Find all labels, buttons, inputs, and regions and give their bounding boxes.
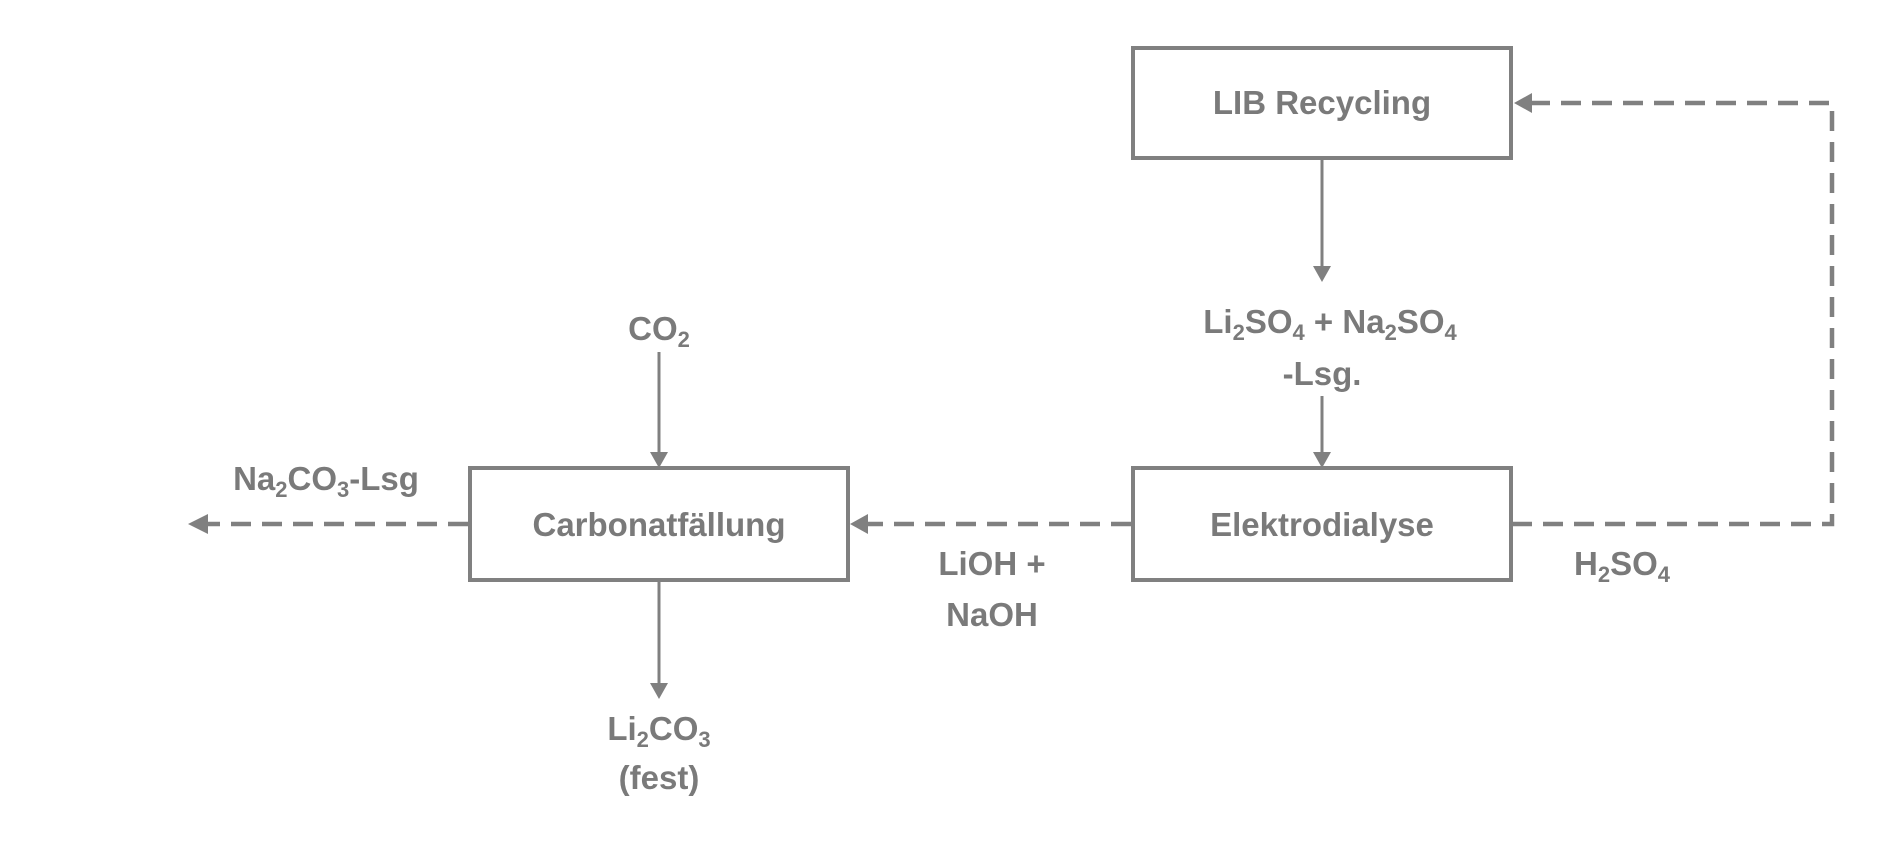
arrow-elektrodialyse-to-carbonatfaellung bbox=[850, 514, 1131, 534]
carbonatfaellung-label: Carbonatfällung bbox=[533, 506, 786, 543]
elektrodialyse-box: Elektrodialyse bbox=[1133, 468, 1511, 580]
arrow-h2so4-recycle-loop bbox=[1512, 93, 1832, 524]
arrow-carbonatfaellung-to-na2co3-output bbox=[188, 514, 468, 534]
h2so4-label: H2SO4 bbox=[1574, 545, 1671, 587]
arrow-solution-to-elektrodialyse bbox=[1313, 396, 1331, 468]
arrow-co2-to-carbonatfaellung bbox=[650, 352, 668, 468]
li2co3-label: Li2CO3 bbox=[607, 710, 710, 752]
na2co3-lsg-label: Na2CO3-Lsg bbox=[233, 460, 419, 502]
li2so4-na2so4-label: Li2SO4 + Na2SO4 bbox=[1203, 303, 1457, 345]
arrow-carbonatfaellung-to-li2co3 bbox=[650, 582, 668, 699]
lib-recycling-box: LIB Recycling bbox=[1133, 48, 1511, 158]
lsg-label: -Lsg. bbox=[1283, 355, 1362, 392]
elektrodialyse-label: Elektrodialyse bbox=[1210, 506, 1434, 543]
fest-label: (fest) bbox=[619, 759, 700, 796]
arrow-recycling-to-solution bbox=[1313, 160, 1331, 282]
co2-label: CO2 bbox=[628, 310, 690, 352]
carbonatfaellung-box: Carbonatfällung bbox=[470, 468, 848, 580]
lib-recycling-label: LIB Recycling bbox=[1213, 84, 1431, 121]
lioh-label-line1: LiOH + bbox=[938, 545, 1045, 582]
naoh-label-line2: NaOH bbox=[946, 596, 1038, 633]
